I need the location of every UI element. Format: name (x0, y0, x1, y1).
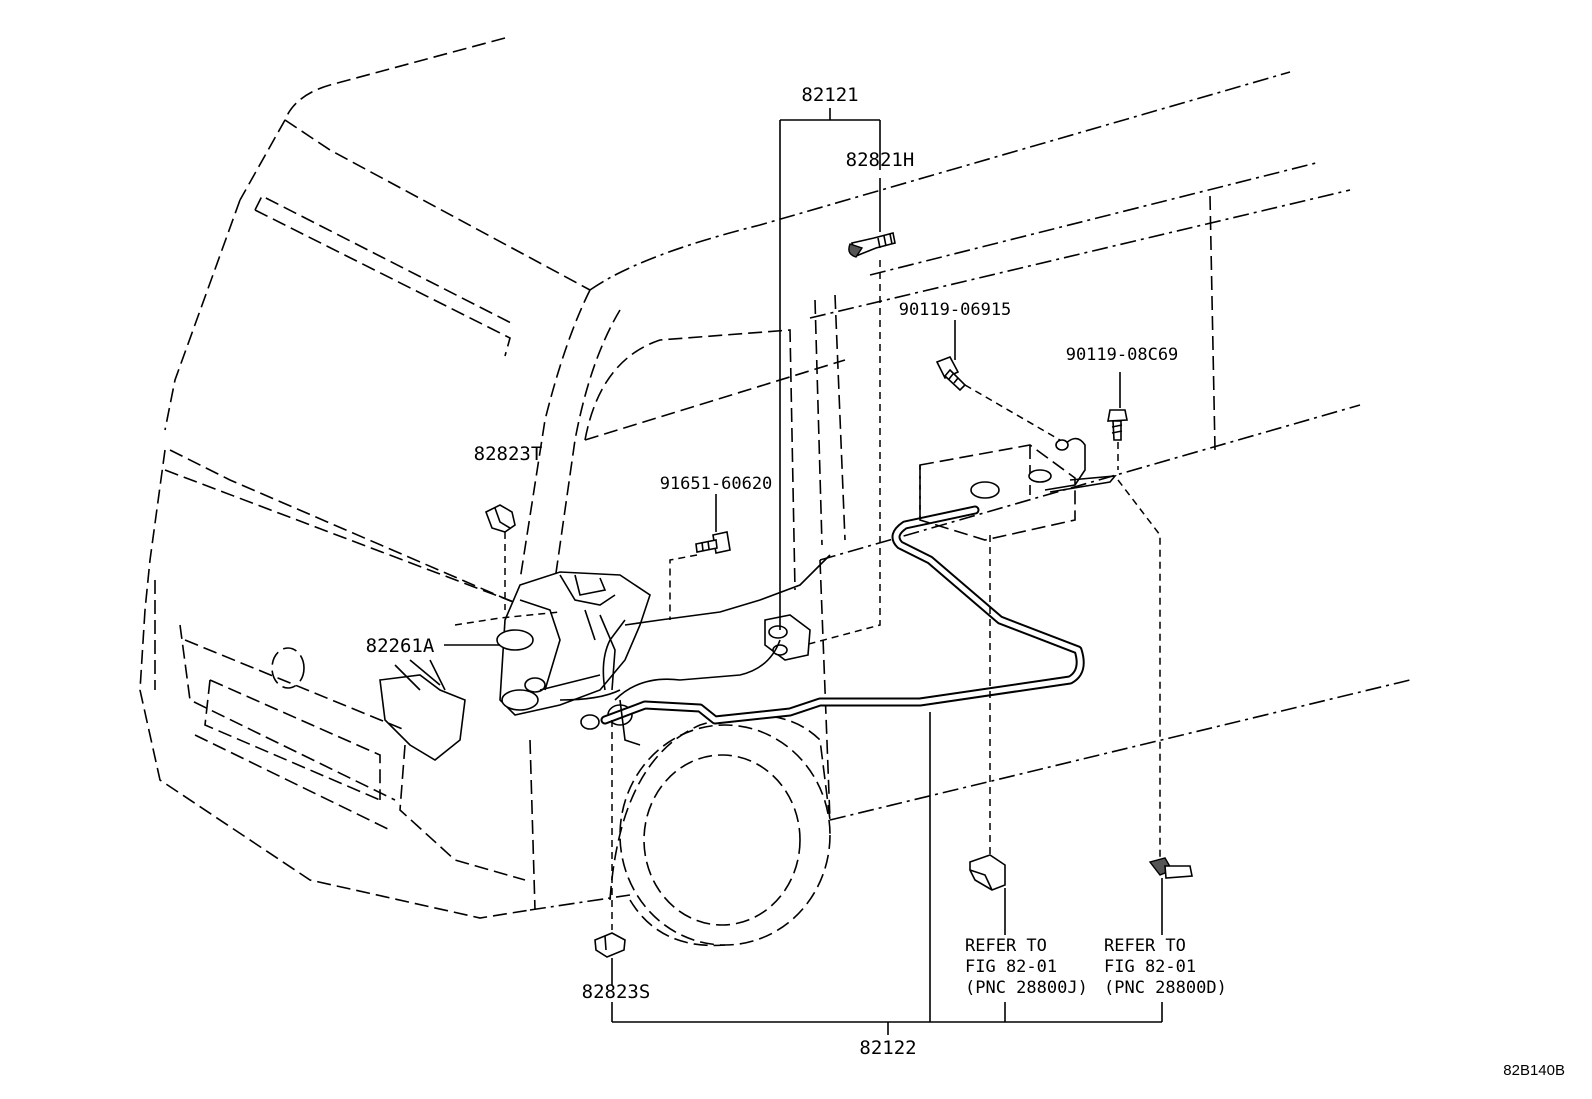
part-labels: 82121 82821H 90119-06915 90119-08C69 828… (366, 84, 1565, 1079)
label-82823T: 82823T (474, 443, 543, 465)
connector-28800D-icon (1148, 857, 1193, 879)
bolt-91651-60620-icon (695, 531, 731, 554)
bolt-82821H-icon (848, 232, 896, 258)
refer-right-line2: FIG 82-01 (1104, 957, 1196, 977)
vehicle-body-outline (139, 37, 1411, 947)
refer-left-line1: REFER TO (965, 936, 1047, 956)
clamp-82823T-icon (484, 504, 516, 533)
label-90119-08C69: 90119-08C69 (1066, 345, 1179, 365)
label-82821H: 82821H (846, 149, 915, 171)
figure-code: 82B140B (1503, 1062, 1565, 1079)
refer-left-line3: (PNC 28800J) (965, 978, 1088, 998)
label-91651-60620: 91651-60620 (660, 474, 773, 494)
refer-left-line2: FIG 82-01 (965, 957, 1057, 977)
relay-box (919, 437, 1117, 541)
connector-28800J-icon (969, 854, 1006, 891)
bolt-90119-08C69-icon (1107, 409, 1128, 441)
label-82121: 82121 (801, 84, 858, 106)
wiring-harness (539, 505, 1085, 746)
label-82823S: 82823S (582, 981, 651, 1003)
label-82261A: 82261A (366, 635, 435, 657)
clamp-82823S-icon (594, 932, 626, 958)
bolt-90119-06915-icon (935, 355, 967, 392)
front-bracket-assembly (379, 571, 811, 761)
label-90119-06915: 90119-06915 (899, 300, 1012, 320)
label-82122: 82122 (859, 1037, 916, 1059)
refer-right-line1: REFER TO (1104, 936, 1186, 956)
leader-lines (444, 108, 1163, 1035)
refer-right-line3: (PNC 28800D) (1104, 978, 1227, 998)
